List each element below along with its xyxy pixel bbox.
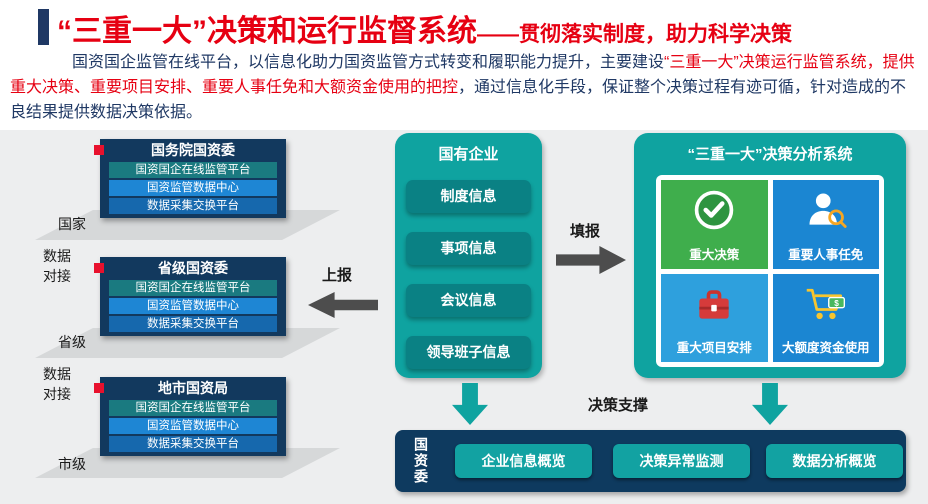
gov-box-title: 地市国资局	[158, 380, 228, 396]
tile-label: 大额度资金使用	[781, 341, 870, 355]
intro-segment: 国资国企监管在线平台，以信息化助力国资监管方式转变和履职能力提升，主要建设	[72, 54, 665, 71]
analysis-title: “三重一大”决策分析系统	[687, 146, 853, 163]
intro-segment-highlight: “三重一大”决策运行监管系统，提供重大决策、重要项目安排、重要人事任免和大额资金…	[10, 54, 915, 96]
bottom-bar-label: 国资委	[413, 437, 429, 485]
gov-box-row: 数据采集交换平台	[109, 198, 277, 214]
enterprise-item-leadership: 领导班子信息	[406, 336, 531, 369]
fill-in-arrow-icon	[556, 246, 626, 274]
platform-label-provincial: 省级	[58, 334, 86, 350]
gov-box-row: 国资监管数据中心	[109, 298, 277, 314]
intro-paragraph: 国资国企监管在线平台，以信息化助力国资监管方式转变和履职能力提升，主要建设“三重…	[10, 50, 918, 125]
tile-label: 重要人事任免	[788, 247, 864, 262]
red-marker-icon	[94, 145, 104, 155]
enterprise-box: 国有企业 制度信息 事项信息 会议信息 领导班子信息	[395, 133, 542, 378]
gov-box-row: 国资监管数据中心	[109, 180, 277, 196]
analysis-tile-panel: 重大决策 重要人事任免	[656, 175, 884, 367]
red-marker-icon	[94, 383, 104, 393]
gov-box-row: 国资监管数据中心	[109, 418, 277, 434]
down-arrow-icon	[752, 383, 788, 425]
person-search-icon	[804, 188, 848, 237]
down-arrow-icon	[452, 383, 488, 425]
platform-label-national: 国家	[58, 216, 86, 232]
tile-major-decision: 重大决策	[661, 180, 768, 269]
enterprise-item-institution: 制度信息	[406, 180, 531, 213]
bottom-button-anomaly-monitor: 决策异常监测	[613, 444, 750, 478]
analysis-box: “三重一大”决策分析系统 重大决策	[634, 133, 906, 378]
gov-box-title: 国务院国资委	[151, 142, 235, 158]
gov-box-city: 地市国资局 国资国企在线监管平台 国资监管数据中心 数据采集交换平台	[94, 377, 286, 456]
tile-major-project: 重大项目安排	[661, 273, 768, 362]
bottom-button-data-analysis: 数据分析概览	[766, 444, 903, 478]
fill-in-label: 填报	[570, 223, 601, 240]
enterprise-item-meetings: 会议信息	[406, 284, 531, 317]
gov-box-provincial: 省级国资委 国资国企在线监管平台 国资监管数据中心 数据采集交换平台	[94, 257, 286, 336]
cart-money-icon: $	[804, 282, 848, 331]
toolbox-icon	[692, 282, 736, 331]
data-link-label: 数据对接	[43, 366, 71, 402]
data-link-label: 数据对接	[43, 248, 71, 284]
check-circle-icon	[692, 188, 736, 237]
page-title: “三重一大”决策和运行监督系统——贯彻落实制度，助力科学决策	[57, 6, 792, 50]
sasac-bottom-bar: 国资委 企业信息概览 决策异常监测 数据分析概览	[395, 430, 906, 492]
title-accent-bar	[38, 9, 49, 45]
gov-box-row: 数据采集交换平台	[109, 316, 277, 332]
gov-box-title: 省级国资委	[158, 260, 228, 276]
report-up-arrow-icon	[308, 292, 378, 318]
tile-label: 重大决策	[689, 247, 740, 262]
gov-box-row: 国资国企在线监管平台	[109, 162, 277, 178]
gov-box-row: 国资国企在线监管平台	[109, 280, 277, 296]
decision-support-label: 决策支撑	[588, 397, 649, 414]
enterprise-title: 国有企业	[438, 146, 499, 163]
tile-label: 重大项目安排	[676, 341, 752, 355]
tile-personnel: 重要人事任免	[772, 180, 879, 269]
diagram-area: 国家 省级 市级 数据对接 数据对接 国务院国资委 国资国企在线监管平台 国资监…	[0, 130, 928, 504]
tile-large-funds: $ 大额度资金使用	[772, 273, 879, 362]
report-up-label: 上报	[322, 267, 353, 284]
red-marker-icon	[94, 263, 104, 273]
gov-box-row: 国资国企在线监管平台	[109, 400, 277, 416]
bottom-button-enterprise-overview: 企业信息概览	[455, 444, 592, 478]
platform-label-city: 市级	[58, 456, 86, 472]
enterprise-item-matters: 事项信息	[406, 232, 531, 265]
svg-text:$: $	[834, 298, 839, 307]
gov-box-row: 数据采集交换平台	[109, 436, 277, 452]
page-title-sub: ——贯彻落实制度，助力科学决策	[477, 23, 792, 46]
page-title-main: “三重一大”决策和运行监督系统	[57, 15, 477, 48]
intro-segment: ，通过信息化手段，保证整个决策过程有迹可循，针对造成的不良结果提供数据决策依据。	[10, 79, 907, 121]
gov-box-national: 国务院国资委 国资国企在线监管平台 国资监管数据中心 数据采集交换平台	[94, 139, 286, 218]
